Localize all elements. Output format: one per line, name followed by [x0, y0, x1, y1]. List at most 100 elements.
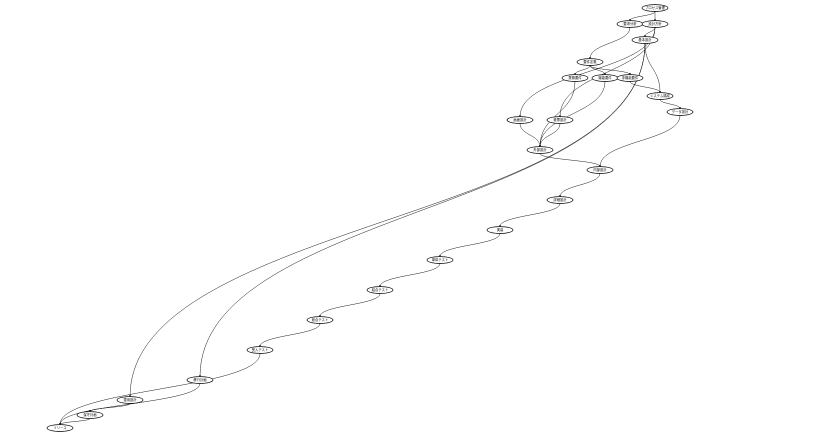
graph-node-n17: 単体テスト [426, 256, 454, 264]
node-ellipse [631, 36, 659, 44]
edge-n16-n17 [439, 233, 501, 257]
node-ellipse [506, 116, 534, 124]
node-ellipse [561, 74, 589, 82]
node-ellipse [186, 376, 214, 384]
node-label: 要求分析 [623, 21, 637, 26]
node-label: 実装 [497, 227, 504, 232]
edge-n13-n14 [539, 153, 601, 167]
edge-n1-n2 [629, 11, 656, 21]
graph-node-n6: 業務要件 [561, 74, 589, 82]
node-ellipse [116, 396, 144, 404]
edge-n4-n22 [129, 43, 646, 397]
node-label: 要件定義 [583, 59, 597, 64]
graph-node-n9: システム構成 [646, 92, 674, 100]
node-label: 保守計画 [83, 412, 96, 417]
node-label: 非機能要件 [622, 75, 639, 80]
node-label: 画面設計 [513, 117, 527, 122]
graph-node-n19: 総合テスト [306, 316, 334, 324]
node-ellipse [486, 226, 514, 234]
node-label: 設計方針 [648, 21, 662, 26]
edge-n20-n24 [59, 353, 261, 425]
node-ellipse [246, 346, 274, 354]
node-ellipse [426, 256, 454, 264]
node-ellipse [526, 146, 554, 154]
graph-node-n15: 詳細設計 [546, 196, 574, 204]
graph-node-n13: 外部設計 [526, 146, 554, 154]
node-ellipse [576, 58, 604, 66]
edge-n19-n20 [259, 323, 321, 347]
edge-n22-n23 [89, 403, 131, 412]
node-ellipse [546, 196, 574, 204]
edge-n12-n13 [539, 123, 561, 147]
graph-node-n20: 受入テスト [246, 346, 274, 354]
graph-node-n4: 基本設計 [631, 36, 659, 44]
graph-node-n23: 保守計画 [76, 411, 104, 419]
edge-n21-n24 [59, 383, 201, 425]
node-label: 基本設計 [638, 37, 652, 42]
graph-node-n1: プロセス管理 [641, 4, 669, 12]
node-label: 受入テスト [252, 347, 268, 352]
node-ellipse [646, 92, 674, 100]
edge-n8-n9 [629, 81, 661, 93]
node-label: 運用設計 [123, 397, 137, 402]
node-label: 結合テスト [372, 287, 388, 292]
node-label: データ設計 [672, 109, 689, 114]
edge-n4-n21 [199, 43, 646, 377]
node-ellipse [76, 411, 104, 419]
edge-n6-n13 [539, 81, 576, 147]
node-label: 業務要件 [568, 75, 582, 80]
node-ellipse [586, 166, 614, 174]
graph-node-n8: 非機能要件 [616, 74, 644, 82]
node-ellipse [666, 108, 694, 116]
graph-node-n14: 内部設計 [586, 166, 614, 174]
graph-node-n11: 画面設計 [506, 116, 534, 124]
node-ellipse [366, 286, 394, 294]
edge-n3-n4 [644, 27, 656, 37]
node-ellipse [616, 74, 644, 82]
edge-n5-n6 [574, 65, 591, 75]
edges-layer [59, 11, 681, 425]
graph-node-n24: リリース [46, 424, 74, 432]
edge-n17-n18 [379, 263, 441, 287]
node-label: 内部設計 [593, 167, 607, 172]
graph-node-n2: 要求分析 [616, 20, 644, 28]
graph-node-n22: 運用設計 [116, 396, 144, 404]
node-label: プロセス管理 [645, 5, 665, 10]
graph-node-n3: 設計方針 [641, 20, 669, 28]
edge-n2-n5 [589, 27, 631, 59]
graph-node-n7: 機能要件 [591, 74, 619, 82]
node-label: 単体テスト [432, 257, 448, 262]
edge-n18-n19 [319, 293, 381, 317]
edge-n4-n9 [644, 43, 661, 93]
graph-node-n5: 要件定義 [576, 58, 604, 66]
node-ellipse [306, 316, 334, 324]
edge-n15-n16 [499, 203, 561, 227]
graph-node-n12: 帳票設計 [546, 116, 574, 124]
node-ellipse [46, 424, 74, 432]
node-label: 詳細設計 [553, 197, 567, 202]
edge-n10-n14 [599, 115, 681, 167]
edge-n14-n15 [559, 173, 601, 197]
node-ellipse [641, 4, 669, 12]
node-label: システム構成 [650, 93, 670, 98]
node-label: 機能要件 [598, 75, 612, 80]
graph-node-n18: 結合テスト [366, 286, 394, 294]
edge-n5-n8 [589, 65, 631, 75]
node-label: 外部設計 [533, 147, 547, 152]
edge-n7-n13 [539, 81, 606, 147]
node-label: 総合テスト [312, 317, 328, 322]
edge-n23-n24 [59, 418, 91, 425]
graph-node-n16: 実装 [486, 226, 514, 234]
node-label: 移行計画 [193, 377, 206, 382]
node-ellipse [546, 116, 574, 124]
edge-n11-n13 [519, 123, 541, 147]
graph-node-n21: 移行計画 [186, 376, 214, 384]
edge-n9-n10 [659, 99, 681, 109]
node-label: リリース [53, 425, 66, 430]
graph-node-n10: データ設計 [666, 108, 694, 116]
node-label: 帳票設計 [553, 117, 567, 122]
node-ellipse [641, 20, 669, 28]
